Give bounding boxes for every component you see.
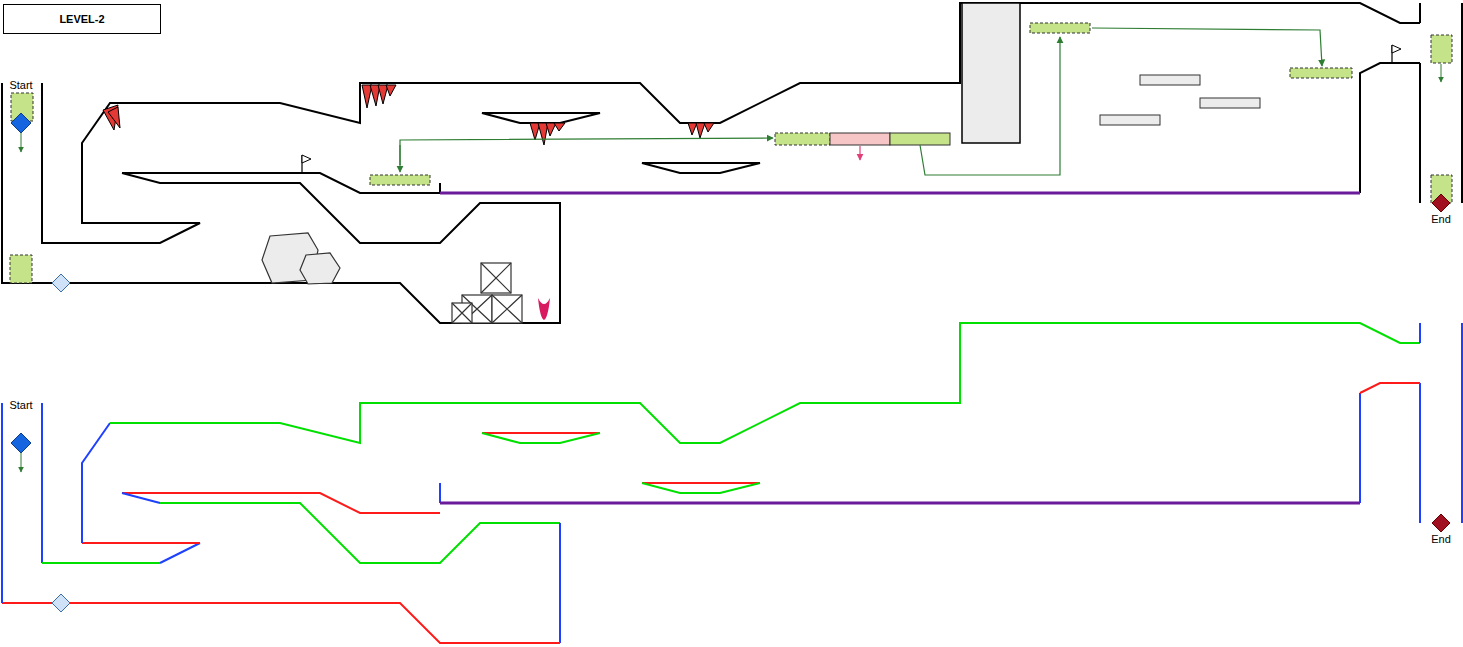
checkpoint-diamond [52, 274, 70, 292]
checkpoint-diamond [52, 594, 70, 612]
purple-floor [440, 502, 1360, 505]
platform-paths [400, 28, 1322, 175]
spawn-arrow [21, 132, 22, 152]
spawn-arrow [21, 452, 22, 472]
crates [452, 263, 522, 323]
end-diamond [1432, 514, 1450, 532]
platforms [370, 23, 1352, 185]
collision-map [2, 323, 1462, 643]
boulders [262, 233, 340, 284]
purple-floor [440, 192, 1360, 195]
drop-arrow [1441, 64, 1442, 82]
marker-label: End [1431, 214, 1451, 225]
start-diamond [11, 113, 31, 133]
fall-arrow [859, 146, 860, 160]
start-diamond [11, 433, 31, 453]
tiles [10, 35, 1452, 283]
title-box: LEVEL-2 [3, 4, 161, 34]
marker-label: Start [9, 400, 32, 411]
marker-label: Start [9, 80, 32, 91]
spikes [103, 85, 714, 145]
walls [2, 3, 1462, 323]
flags [302, 45, 1401, 172]
pink-item [538, 298, 550, 320]
stone-pillar [962, 3, 1020, 143]
level-title: LEVEL-2 [59, 13, 104, 25]
marker-label: End [1431, 534, 1451, 545]
end-diamond [1432, 194, 1450, 212]
